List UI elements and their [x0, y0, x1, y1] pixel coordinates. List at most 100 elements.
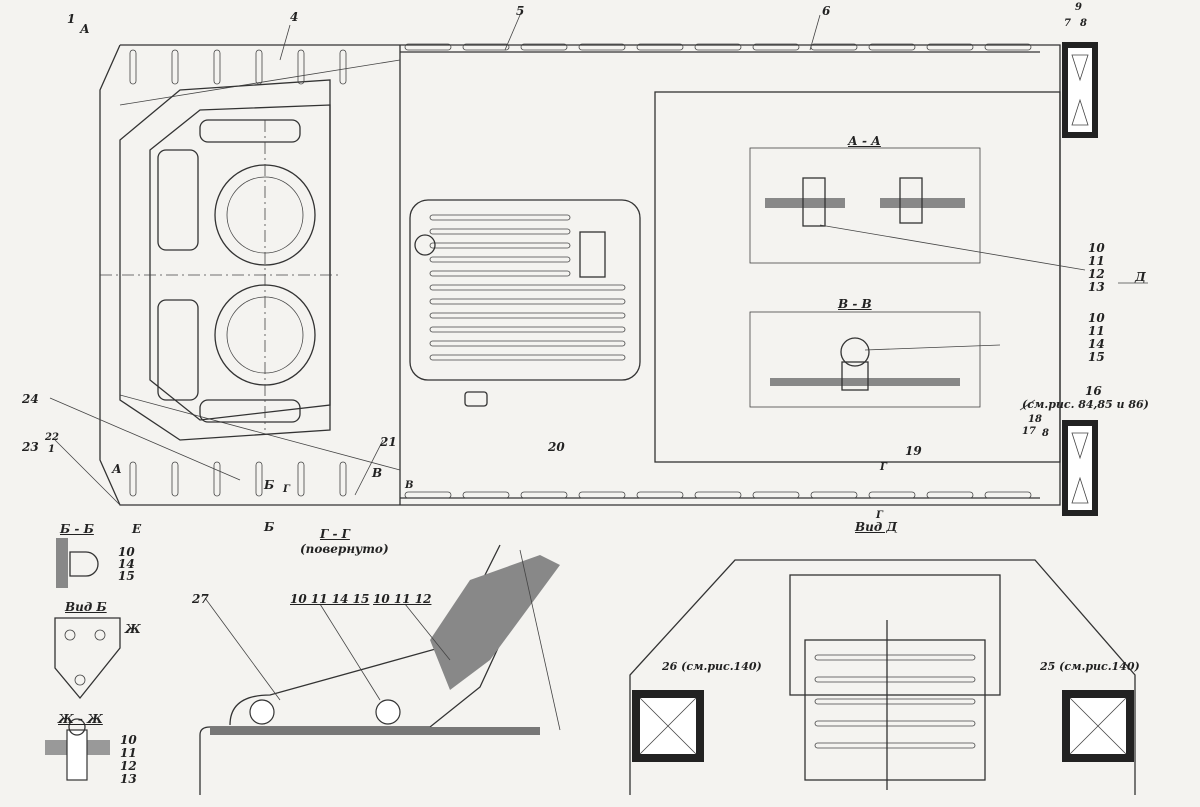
section-mark-b-lower: Б: [264, 520, 275, 534]
callout-7: 7: [1064, 18, 1071, 29]
section-mark-a-bottom: А: [112, 462, 122, 476]
view-d-slat: [814, 654, 976, 661]
callout-15: 15: [118, 569, 135, 583]
grille-slat: [429, 326, 626, 333]
view-d-callout-25: 25 (см.рис.140): [1040, 660, 1140, 673]
grille-slat: [429, 298, 626, 305]
grille-slat: [429, 284, 626, 291]
roof-strip-slot: [810, 491, 858, 499]
bolt-slot: [171, 461, 179, 497]
callout-9: 9: [1075, 2, 1082, 13]
callout-17: 17: [1022, 426, 1036, 437]
callout-10: 10: [1088, 241, 1105, 255]
grille-slat: [429, 312, 626, 319]
section-gg-group2: 10 11 12: [373, 592, 432, 606]
roof-strip-slot: [926, 43, 974, 51]
view-b-title: Вид Б: [65, 600, 107, 614]
roof-strip-slot: [462, 43, 510, 51]
callout-22: 22: [45, 432, 59, 443]
bolt-slot: [255, 461, 263, 497]
bolt-slot: [255, 49, 263, 85]
callout-12: 12: [120, 759, 137, 773]
section-mark-v2: В: [405, 480, 414, 491]
roof-strip-slot: [636, 491, 684, 499]
callout-19: 19: [905, 444, 922, 458]
bolt-slot: [339, 461, 347, 497]
grille-slat: [429, 242, 571, 249]
leader-lines: [49, 14, 1036, 506]
callout-14: 14: [1088, 337, 1105, 351]
view-mark-e: Е: [132, 522, 142, 536]
view-d-title: Вид Д: [855, 520, 898, 534]
roof-strip-slot: [694, 43, 742, 51]
roof-strip-slot: [752, 491, 800, 499]
view-d-slat: [814, 698, 976, 705]
roof-strip-slot: [578, 43, 626, 51]
grille-slat: [429, 228, 571, 235]
bolt-slot: [129, 49, 137, 85]
callout-11: 11: [120, 746, 137, 760]
view-d-slat: [814, 676, 976, 683]
section-mark-g-top: Г: [880, 462, 887, 473]
section-gg-title: Г - Г: [320, 527, 350, 541]
callout-11: 11: [1088, 254, 1105, 268]
callout-14: 14: [118, 557, 135, 571]
section-zhzh-detail: [45, 718, 110, 781]
section-mark-v: В: [372, 466, 383, 480]
bolt-slot: [339, 49, 347, 85]
roof-strip-slot: [404, 43, 452, 51]
callout-15: 15: [1088, 350, 1105, 364]
view-d-callout-26: 26 (см.рис.140): [662, 660, 762, 673]
section-gg-view: [199, 544, 561, 795]
callout-6: 6: [822, 4, 831, 18]
grille-slat: [429, 340, 626, 347]
callout-1: 1: [67, 12, 76, 26]
callout-8b: 8: [1042, 428, 1049, 439]
section-gg-group1: 10 11 14 15: [290, 592, 370, 606]
roof-strip-slot: [520, 491, 568, 499]
bolt-slot: [129, 461, 137, 497]
roof-strip-slot: [462, 491, 510, 499]
section-zhzh-title: Ж - Ж: [58, 712, 103, 726]
view-d-slat: [814, 720, 976, 727]
bolt-slot: [213, 49, 221, 85]
section-gg-note: (повернуто): [300, 542, 389, 556]
bolt-slot: [297, 461, 305, 497]
roof-strip-slot: [984, 491, 1032, 499]
callout-23: 23: [22, 440, 39, 454]
callout-1b: 1: [48, 444, 55, 455]
section-vv-view: [749, 311, 1001, 408]
view-b-detail: [54, 617, 121, 700]
section-mark-g-bottom: Г: [876, 510, 883, 521]
section-mark-b: Б: [264, 478, 275, 492]
view-d-slat: [814, 742, 976, 749]
callout-21: 21: [380, 435, 397, 449]
section-aa-view: [749, 147, 1086, 271]
view-arrow-d: Д: [1135, 270, 1146, 284]
roof-strip-slot: [984, 43, 1032, 51]
roof-strip-slot: [868, 43, 916, 51]
roof-strip-slot: [694, 491, 742, 499]
roof-strip-slot: [868, 491, 916, 499]
callout-10: 10: [118, 545, 135, 559]
roof-strip-slot: [404, 491, 452, 499]
callout-16-reference: (см.рис. 84,85 и 86): [1022, 398, 1149, 411]
section-mark-g: Г: [283, 484, 290, 495]
section-bb-title: Б - Б: [60, 522, 94, 536]
roof-strip-slot: [636, 43, 684, 51]
roof-strip-slot: [578, 491, 626, 499]
grille-slat: [429, 256, 571, 263]
callout-18: 18: [1028, 414, 1042, 425]
section-aa-title: А - А: [848, 134, 881, 148]
callout-8: 8: [1080, 18, 1087, 29]
bolt-slot: [297, 49, 305, 85]
section-mark-a: А: [80, 22, 90, 36]
roof-strip-slot: [926, 491, 974, 499]
callout-24: 24: [22, 392, 39, 406]
